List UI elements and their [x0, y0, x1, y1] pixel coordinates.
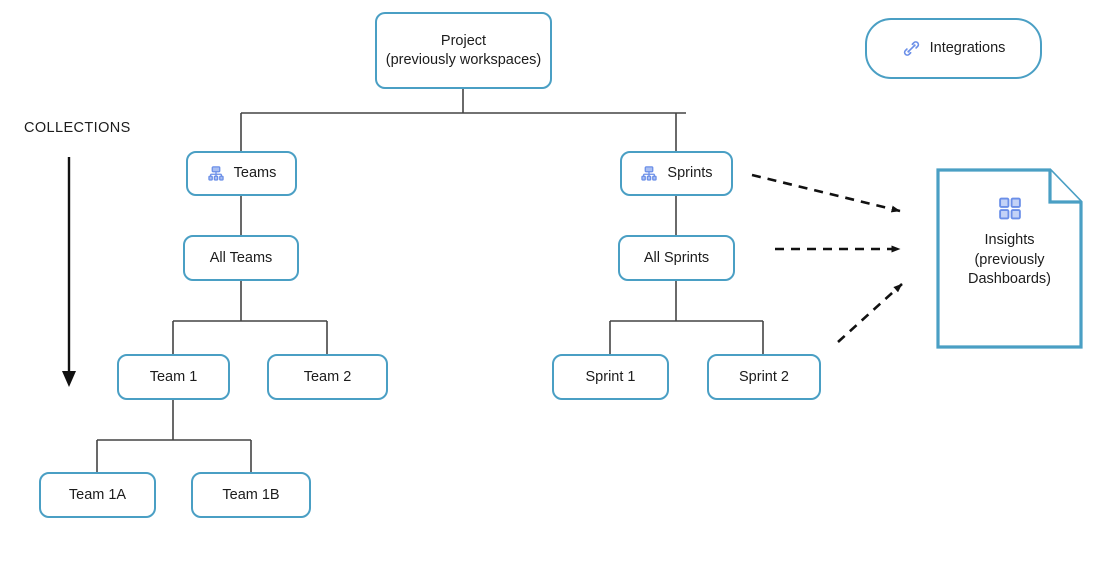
node-all-sprints-label: All Sprints [643, 249, 710, 266]
node-sprints-label: Sprints [667, 165, 713, 181]
node-sprint-2[interactable]: Sprint 2 [707, 354, 821, 400]
node-all-sprints[interactable]: All Sprints [618, 235, 735, 281]
node-sprint-1[interactable]: Sprint 1 [552, 354, 669, 400]
node-project[interactable]: Project (previously workspaces) [375, 12, 552, 89]
org-chart-icon [207, 165, 225, 183]
node-sprint-1-label: Sprint 1 [585, 368, 636, 385]
node-all-teams[interactable]: All Teams [183, 235, 299, 281]
dashed-arrow-sprint2-to-insights [837, 283, 903, 343]
node-team-1a-label: Team 1A [68, 486, 127, 503]
node-team-1b[interactable]: Team 1B [191, 472, 311, 518]
node-insights-label: Insights (previously Dashboards) [967, 232, 1051, 287]
collections-label: COLLECTIONS [24, 120, 131, 136]
dashed-arrow-group [751, 173, 903, 343]
node-team-1b-label: Team 1B [222, 486, 280, 503]
collections-arrow [62, 157, 76, 387]
node-insights[interactable]: Insights (previously Dashboards) [938, 170, 1081, 347]
node-integrations[interactable]: Integrations [865, 18, 1042, 79]
node-all-teams-label: All Teams [209, 249, 273, 266]
node-sprints[interactable]: Sprints [620, 151, 733, 196]
org-chart-icon [640, 165, 658, 183]
node-team-2[interactable]: Team 2 [267, 354, 388, 400]
node-teams-label: Teams [233, 165, 277, 181]
node-teams[interactable]: Teams [186, 151, 297, 196]
dashed-arrow-sprints-to-insights [751, 173, 901, 213]
node-integrations-label: Integrations [929, 40, 1006, 56]
node-sprint-2-label: Sprint 2 [739, 368, 789, 385]
grid-four-squares-icon [997, 196, 1022, 226]
node-team-1[interactable]: Team 1 [117, 354, 230, 400]
link-chain-icon [902, 39, 921, 58]
node-team-2-label: Team 2 [303, 368, 352, 385]
node-team-1a[interactable]: Team 1A [39, 472, 156, 518]
node-project-label: Project (previously workspaces) [385, 32, 542, 68]
node-team-1-label: Team 1 [149, 368, 198, 385]
